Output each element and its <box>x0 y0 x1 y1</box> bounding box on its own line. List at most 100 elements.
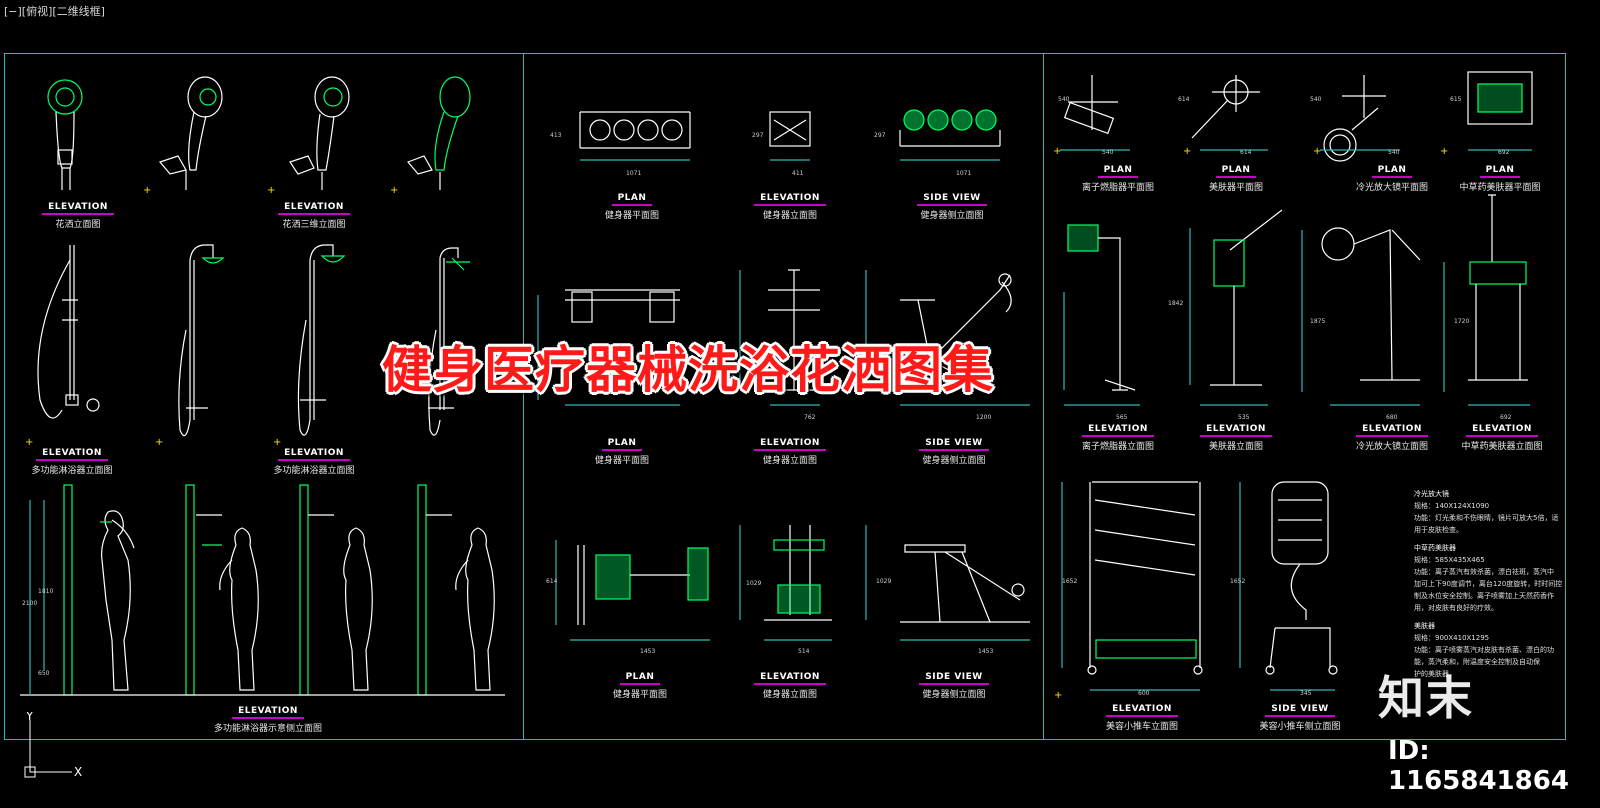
ion-fat-burner-plan <box>1060 75 1130 151</box>
caption-title: ELEVATION <box>278 202 350 215</box>
fitness-side-2 <box>865 270 1030 406</box>
dimension-value: 535 <box>1238 414 1250 421</box>
dimension-value: 692 <box>1498 149 1510 156</box>
caption-title: ELEVATION <box>1106 704 1178 717</box>
caption-subtitle: 健身器平面图 <box>612 690 667 700</box>
drawing-caption: ELEVATION 冷光放大镜立面图 <box>1322 424 1462 452</box>
caption-subtitle: 花洒立面图 <box>55 220 101 230</box>
dimension-value: 1071 <box>626 170 642 177</box>
ucs-x-label: X <box>74 765 82 779</box>
caption-subtitle: 冷光放大镜平面图 <box>1355 183 1428 193</box>
note-line: 护的美肤器。 <box>1414 670 1456 678</box>
panel-medical <box>1043 53 1566 740</box>
caption-subtitle: 健身器侧立面图 <box>922 456 986 466</box>
ucs-icon: Y X <box>24 712 82 779</box>
dimension-value: 1842 <box>1168 300 1184 307</box>
dimension-value: 540 <box>1388 149 1400 156</box>
caption-subtitle: 美容小推车侧立面图 <box>1259 722 1341 732</box>
caption-title: ELEVATION <box>1466 424 1538 437</box>
caption-subtitle: 健身器平面图 <box>604 211 659 221</box>
caption-subtitle: 中草药美肤器平面图 <box>1459 183 1541 193</box>
note-heading: 美肤器 <box>1414 622 1435 630</box>
cold-magnifier-elevation <box>1301 227 1421 406</box>
cold-magnifier-plan <box>1320 75 1400 162</box>
note-heading: 中草药美肤器 <box>1414 544 1456 552</box>
caption-title: ELEVATION <box>232 706 304 719</box>
caption-title: PLAN <box>1097 165 1139 178</box>
caption-title: ELEVATION <box>42 202 114 215</box>
caption-subtitle: 花洒三维立面图 <box>282 220 346 230</box>
note-line: 用于皮肤检查。 <box>1414 526 1463 534</box>
note-heading: 冷光放大镜 <box>1414 490 1449 498</box>
caption-title: PLAN <box>601 438 643 451</box>
caption-subtitle: 健身器侧立面图 <box>922 690 986 700</box>
cad-marker: + <box>143 185 152 196</box>
drawing-caption: ELEVATION 花洒三维立面图 <box>244 202 384 230</box>
dimension-value: 540 <box>1310 96 1322 103</box>
fitness-elevation-2 <box>739 269 820 406</box>
dimension-value: 565 <box>1116 414 1128 421</box>
herbal-beauty-plan <box>1467 71 1533 151</box>
caption-subtitle: 健身器侧立面图 <box>920 211 984 221</box>
dimension-value: 1200 <box>976 414 992 421</box>
dimension-value: 614 <box>1178 96 1190 103</box>
caption-title: ELEVATION <box>754 193 826 206</box>
dimension-value: 1875 <box>1310 318 1326 325</box>
cad-marker: + <box>1183 146 1192 157</box>
caption-title: ELEVATION <box>754 672 826 685</box>
shower-column-1 <box>37 245 100 419</box>
caption-title: SIDE VIEW <box>919 438 989 451</box>
caption-subtitle: 多功能淋浴器立面图 <box>273 466 355 476</box>
banner-title: 健身医疗器械洗浴花洒图集 <box>382 341 994 399</box>
watermark-id: ID: 1165841864 <box>1388 736 1569 796</box>
caption-subtitle: 美肤器立面图 <box>1208 442 1263 452</box>
cad-marker: + <box>1053 146 1062 157</box>
dimension-value: 650 <box>38 670 50 677</box>
caption-subtitle: 美肤器平面图 <box>1208 183 1263 193</box>
dimension-value: 1029 <box>746 580 762 587</box>
dimension-value: 600 <box>1138 690 1150 697</box>
dimension-value: 411 <box>792 170 804 177</box>
note-line: 规格：900X410X1295 <box>1414 634 1490 642</box>
caption-subtitle: 离子燃脂器平面图 <box>1081 183 1154 193</box>
watermark-logo: 知末 <box>1378 671 1474 725</box>
drawing-caption: ELEVATION 健身器立面图 <box>720 193 860 221</box>
note-line: 制及水位安全控制。离子喷雾加上天然药香作 <box>1414 592 1554 600</box>
dimension-value: 615 <box>1450 96 1462 103</box>
dimension-value: 1453 <box>640 648 656 655</box>
note-line: 能，蒸汽柔和，附温度安全控制及自动保 <box>1414 658 1540 666</box>
herbal-beauty-elevation <box>1443 194 1530 406</box>
skin-beauty-elevation <box>1189 209 1283 406</box>
drawing-caption: ELEVATION 花洒立面图 <box>8 202 148 230</box>
drawing-caption: ELEVATION 健身器立面图 <box>720 672 860 700</box>
hand-shower-front <box>47 79 83 190</box>
fitness-elevation-3 <box>739 525 832 641</box>
caption-subtitle: 健身器立面图 <box>762 690 817 700</box>
note-line: 规格：585X435X465 <box>1414 556 1485 564</box>
caption-title: PLAN <box>611 193 653 206</box>
dimension-value: 297 <box>752 132 764 139</box>
viewport-label[interactable]: [−][俯视][二维线框] <box>4 5 105 18</box>
drawing-caption: PLAN 离子燃脂器平面图 <box>1048 165 1188 193</box>
cad-marker: + <box>390 185 399 196</box>
drawing-caption: SIDE VIEW 健身器侧立面图 <box>884 438 1024 466</box>
caption-title: ELEVATION <box>1082 424 1154 437</box>
caption-subtitle: 冷光放大镜立面图 <box>1355 442 1428 452</box>
cad-marker: + <box>267 185 276 196</box>
caption-title: ELEVATION <box>1356 424 1428 437</box>
caption-subtitle: 健身器立面图 <box>762 211 817 221</box>
caption-title: SIDE VIEW <box>1265 704 1335 717</box>
note-line: 功能：离子喷雾蒸汽对皮肤有杀菌、漂白的功 <box>1414 646 1554 654</box>
